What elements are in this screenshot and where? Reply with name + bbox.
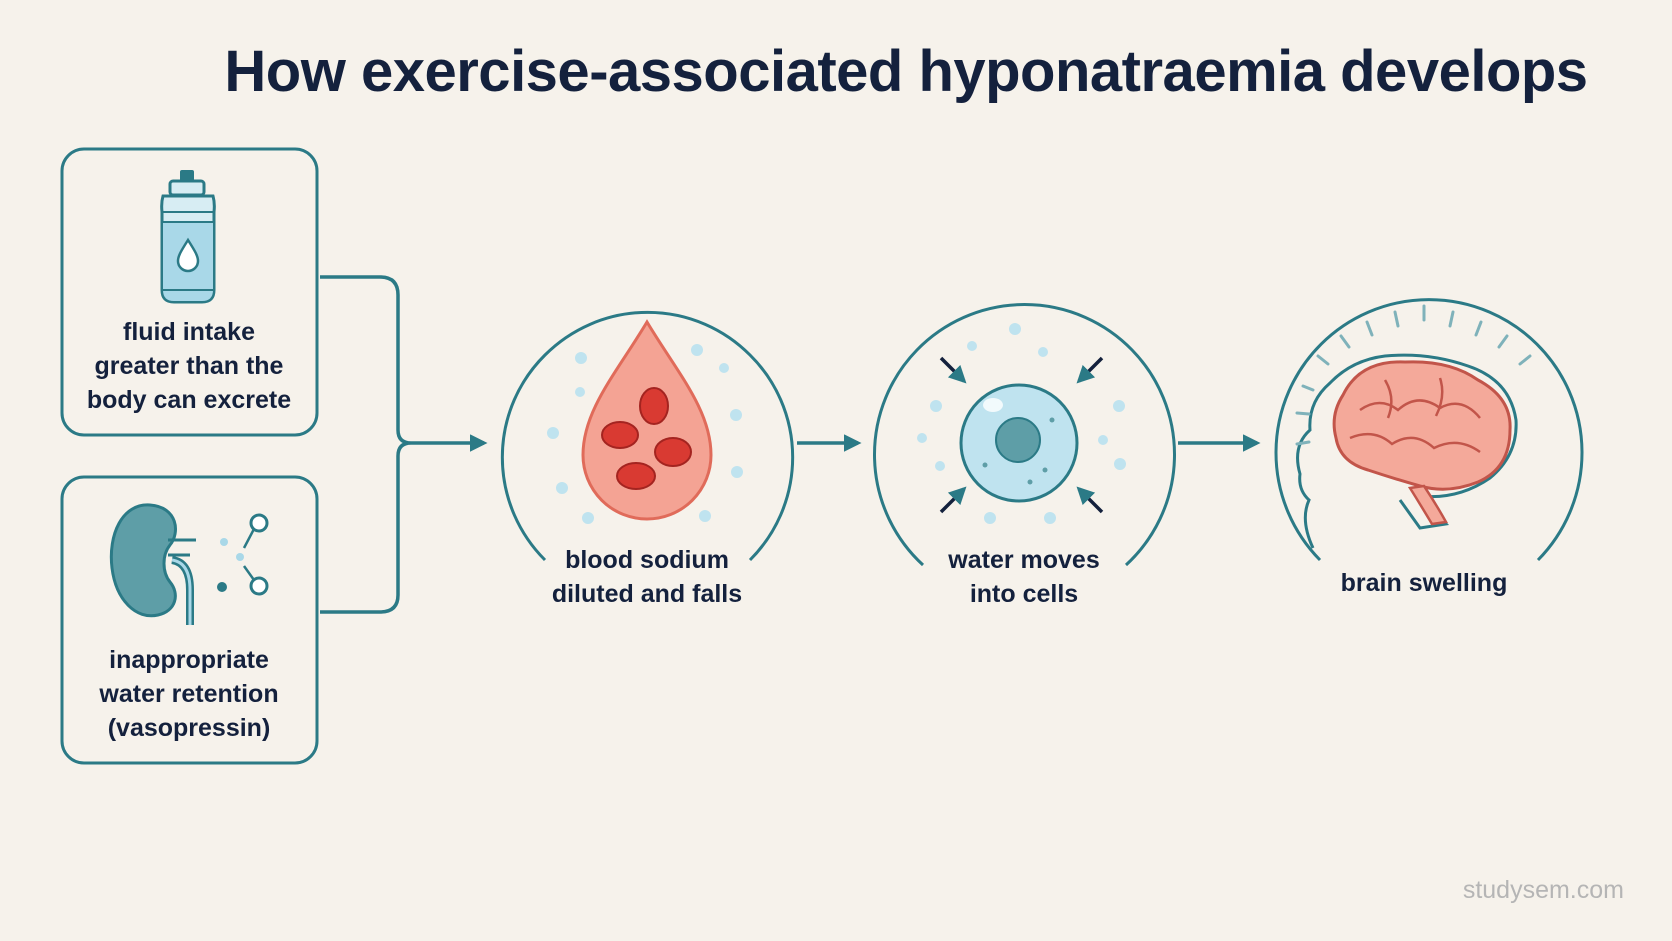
cause-box-water-retention (60, 475, 319, 765)
step-label-blood-sodium-line: diluted and falls (551, 580, 743, 608)
cause-label-fluid-intake-line: greater than the (94, 352, 284, 380)
cause-label-water-retention-line: (vasopressin) (107, 714, 271, 742)
swelling-cell-icon (917, 323, 1126, 524)
step-label-water-moves: water moves into cells (874, 543, 1174, 611)
step-circle-cell (873, 303, 1176, 567)
page-title: How exercise-associated hyponatraemia de… (224, 39, 1588, 104)
step-label-brain-swelling: brain swelling (1274, 566, 1574, 600)
cause-label-water-retention-line: inappropriate (109, 646, 269, 674)
blood-drop-icon (547, 319, 743, 524)
step-label-blood-sodium-line: blood sodium (565, 546, 729, 574)
step-label-blood-sodium: blood sodium diluted and falls (497, 543, 797, 611)
watermark: studysem.com (1462, 876, 1624, 904)
water-bottle-icon (160, 170, 216, 304)
cause-label-fluid-intake-line: body can excrete (86, 386, 292, 414)
brain-icon (1295, 304, 1532, 549)
cause-label-water-retention: inappropriate water retention (vasopressin… (39, 643, 339, 745)
cause-label-fluid-intake: fluid intake greater than the body can exc… (39, 315, 339, 417)
step-label-brain-swelling-line: brain swelling (1340, 569, 1508, 597)
step-circle-brain (1274, 298, 1584, 562)
cause-box-fluid-intake (60, 147, 319, 437)
kidney-icon (109, 503, 269, 625)
cause-label-fluid-intake-line: fluid intake (123, 318, 255, 346)
cause-label-water-retention-line: water retention (99, 680, 279, 708)
step-circle-blood (501, 311, 794, 562)
step-label-water-moves-line: water moves (948, 546, 1100, 574)
step-label-water-moves-line: into cells (969, 580, 1079, 608)
